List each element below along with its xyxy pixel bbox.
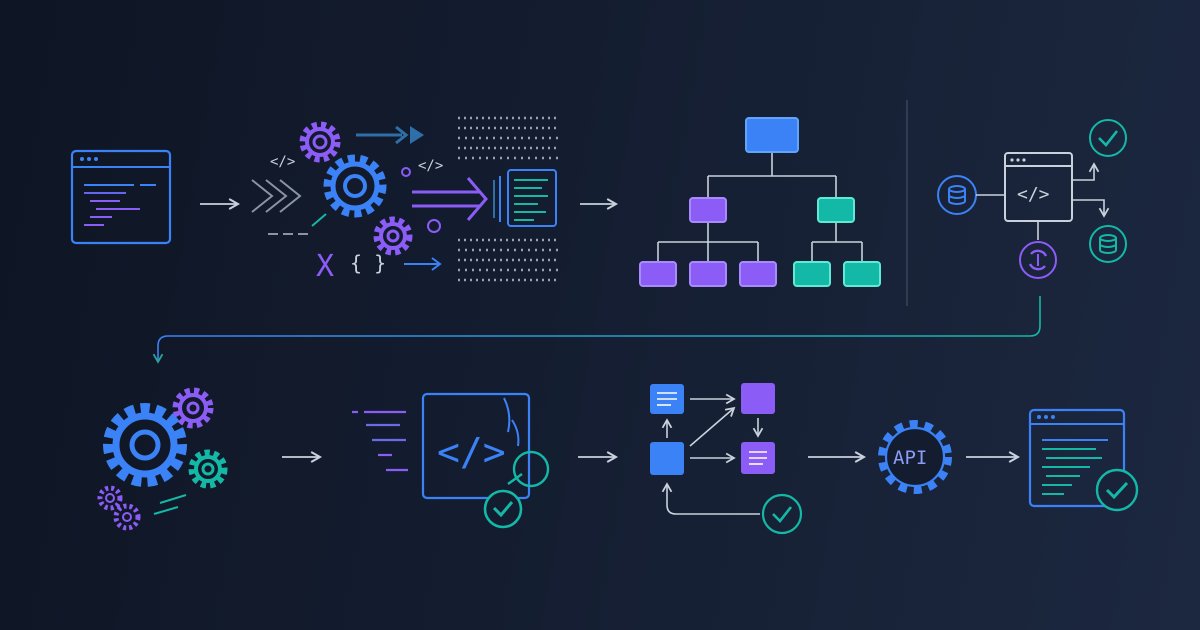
code-glyph-label: </> bbox=[437, 430, 506, 474]
braces-glyph-label: { } bbox=[350, 251, 386, 275]
api-gear-icon: API bbox=[878, 420, 952, 494]
cross-glyph-label: X bbox=[316, 249, 334, 284]
api-label: API bbox=[893, 447, 927, 469]
syntax-tree-icon bbox=[639, 117, 881, 287]
code-review-check-icon: </> bbox=[352, 392, 550, 529]
flow-graph-icon bbox=[650, 383, 803, 535]
tokenizer-gear-cluster-icon: </> </> X { } bbox=[251, 116, 560, 284]
code-glyph-label: </> bbox=[418, 158, 443, 174]
engine-gear-cluster-icon bbox=[97, 387, 228, 531]
services-window-icon: </> bbox=[937, 119, 1127, 279]
code-glyph-label: </> bbox=[270, 154, 295, 170]
result-window-check-icon bbox=[1028, 408, 1139, 512]
row-return-connector bbox=[152, 296, 1041, 364]
source-code-window-icon bbox=[70, 149, 172, 245]
code-glyph-label: </> bbox=[1017, 184, 1050, 205]
